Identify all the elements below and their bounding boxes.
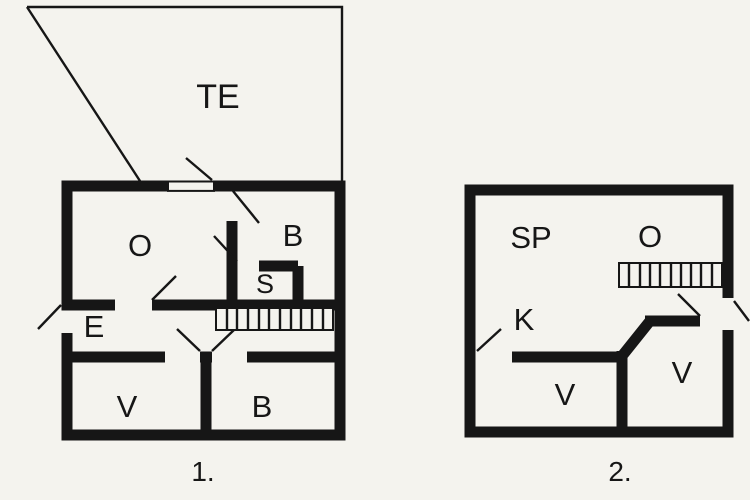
terrace-door-opening: [167, 180, 215, 192]
floor-1-walls: [61, 180, 346, 441]
staircase-floor-1: [215, 307, 334, 331]
room-label-sp: SP: [510, 220, 551, 255]
room-label-o-1: O: [128, 228, 152, 263]
room-label-b-top: B: [283, 218, 304, 253]
room-label-v-right: V: [672, 355, 693, 390]
room-label-k: K: [514, 302, 535, 337]
room-label-o-2: O: [638, 219, 662, 254]
floor-2-door-swings: [476, 293, 750, 352]
staircase-floor-2: [618, 262, 723, 288]
floor-1-caption: 1.: [191, 456, 214, 487]
room-label-e: E: [84, 309, 105, 344]
floor-1-door-swings: [37, 157, 260, 352]
staircase-1-steps: [225, 308, 325, 330]
floor-2-walls: [464, 184, 734, 438]
floor-plan-1: TE O B S E V B 1.: [25, 5, 346, 487]
terrace-outline: [25, 5, 344, 182]
room-label-v-mid: V: [555, 377, 576, 412]
floor-plan-2: SP O K V V 2.: [464, 184, 750, 487]
room-label-te: TE: [196, 78, 239, 116]
floor-2-caption: 2.: [608, 456, 631, 487]
staircase-2-steps: [627, 263, 714, 287]
room-label-s: S: [256, 269, 274, 299]
room-label-v-1: V: [117, 389, 138, 424]
staircase-1-outline: [215, 307, 334, 331]
room-label-b-bottom: B: [252, 389, 273, 424]
